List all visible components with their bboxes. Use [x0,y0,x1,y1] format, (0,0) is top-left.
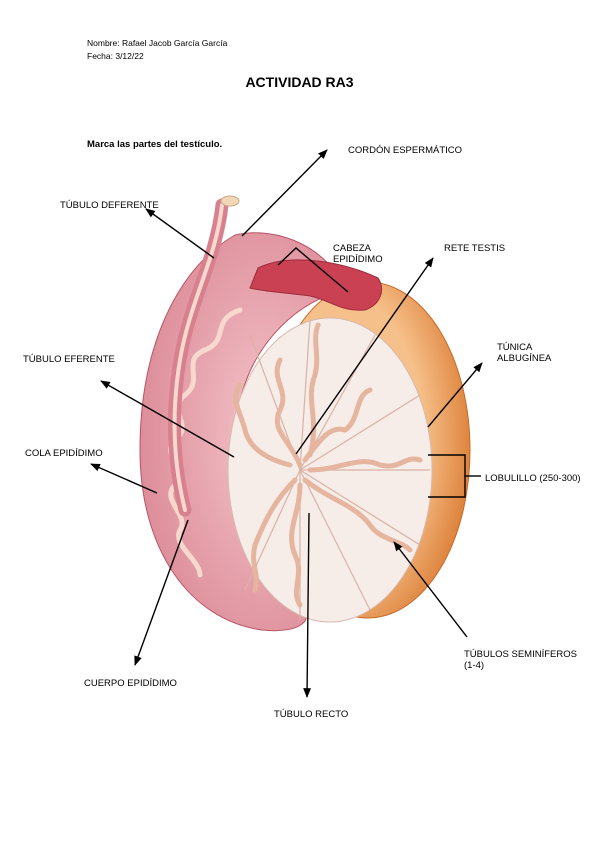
label-cordon-espermatico: CORDÓN ESPERMÁTICO [348,145,463,156]
label-tunica-2: ALBUGÍNEA [497,353,552,364]
instruction-text: Marca las partes del testículo. [87,139,223,150]
arrow-tunica [427,362,483,428]
epididymis-head-shape [249,259,382,311]
label-cabeza-epididimo-1: CABEZA [333,243,372,254]
arrow-cordon [241,149,328,237]
label-cuerpo-epididimo: CUERPO EPIDÍDIMO [84,678,177,689]
page-title: ACTIVIDAD RA3 [245,74,354,90]
label-tubulo-deferente: TÚBULO DEFERENTE [60,200,159,211]
arrow-seminiferos [393,541,468,638]
label-cabeza-epididimo-2: EPIDÍDIMO [333,254,383,265]
label-rete-testis: RETE TESTIS [444,243,506,254]
vas-deferens-lumen [172,203,224,512]
arrow-tubulo-deferente [145,208,215,259]
label-seminiferos-1: TÚBULOS SEMINÍFEROS [464,649,577,660]
label-cola-epididimo: COLA EPIDÍDIMO [25,448,103,459]
arrow-tubulo-recto [303,512,312,698]
pointer-arrows [90,149,483,698]
date-line: Fecha: 3/12/22 [87,51,144,61]
label-lobulillo: LOBULILLO (250-300) [485,473,581,484]
label-tunica-1: TÚNICA [497,342,533,353]
arrow-rete-testis [295,257,434,455]
student-name: Nombre: Rafael Jacob García García [87,38,228,48]
cord-cut-end [220,195,240,207]
label-tubulo-recto: TÚBULO RECTO [274,709,349,720]
arrow-cola [90,463,158,494]
arrow-cuerpo [134,519,189,666]
arrow-tubulo-eferente [100,380,235,458]
label-tubulo-eferente: TÚBULO EFERENTE [23,354,115,365]
label-seminiferos-2: (1-4) [464,660,485,671]
bracket-cabeza [277,247,349,293]
